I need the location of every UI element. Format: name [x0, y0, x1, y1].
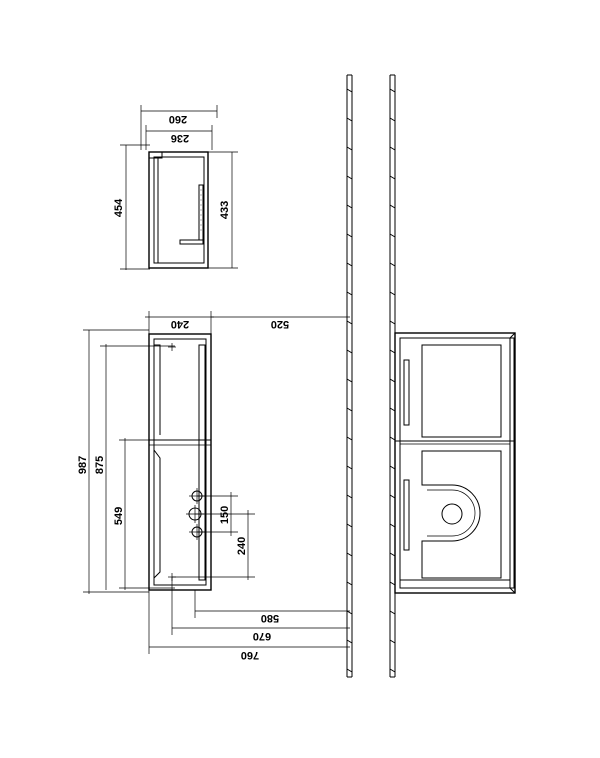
wall-section-right	[389, 74, 396, 678]
wall-joint	[346, 668, 353, 673]
wall-joint	[346, 204, 353, 209]
wall-joint	[346, 378, 353, 383]
wall-joint	[346, 639, 353, 644]
wall-joint	[346, 291, 353, 296]
wall-joint	[346, 465, 353, 470]
wall-joint	[346, 88, 353, 93]
wall-joint	[389, 668, 396, 673]
wall-joint	[346, 552, 353, 557]
wall-joint	[346, 436, 353, 441]
wall-joint	[389, 349, 396, 354]
wall-joint	[389, 581, 396, 586]
wall-joint	[346, 175, 353, 180]
wall-joint	[346, 494, 353, 499]
wall-joint	[346, 262, 353, 267]
wall-joint	[389, 291, 396, 296]
dim-760: 760	[241, 649, 259, 661]
dim-240-depth: 240	[171, 318, 189, 330]
dim-549: 549	[113, 507, 125, 525]
dim-454: 454	[113, 198, 125, 217]
drain-hole	[441, 503, 463, 525]
wall-joint	[389, 552, 396, 557]
wall-joint	[389, 610, 396, 615]
wall-joint	[346, 407, 353, 412]
wall-joint	[389, 117, 396, 122]
dim-260: 260	[169, 113, 187, 125]
wall-joint	[389, 88, 396, 93]
wall-joint	[346, 233, 353, 238]
wall-joint	[389, 465, 396, 470]
wall-joint	[346, 146, 353, 151]
wall-joint	[389, 639, 396, 644]
wall-joint	[389, 494, 396, 499]
wall-section-left	[346, 74, 353, 678]
wall-joint	[389, 175, 396, 180]
wall-joint	[346, 523, 353, 528]
dim-240-offset: 240	[236, 537, 248, 555]
wall-joint	[389, 523, 396, 528]
wall-joint	[389, 320, 396, 325]
front-view	[394, 332, 516, 594]
wall-joint	[389, 407, 396, 412]
dim-987: 987	[77, 456, 89, 474]
wall-joint	[389, 233, 396, 238]
wall-joint	[346, 349, 353, 354]
wall-joint	[389, 146, 396, 151]
dim-236: 236	[171, 132, 189, 144]
dim-670: 670	[253, 630, 271, 642]
dim-150: 150	[219, 506, 231, 524]
dim-875: 875	[94, 456, 106, 474]
wall-joint	[389, 262, 396, 267]
dim-580: 580	[261, 612, 279, 624]
dim-433: 433	[219, 201, 231, 219]
side-view-main: 240 520 987 875 549 150 240 580	[77, 311, 350, 661]
side-view-small: 260 236 454 433	[113, 105, 238, 270]
wall-joint	[389, 204, 396, 209]
wall-joint	[346, 117, 353, 122]
wall-joint	[346, 581, 353, 586]
wall-joint	[389, 436, 396, 441]
wall-joint	[346, 610, 353, 615]
dim-520: 520	[271, 318, 289, 330]
wall-joint	[346, 320, 353, 325]
wall-joint	[389, 378, 396, 383]
